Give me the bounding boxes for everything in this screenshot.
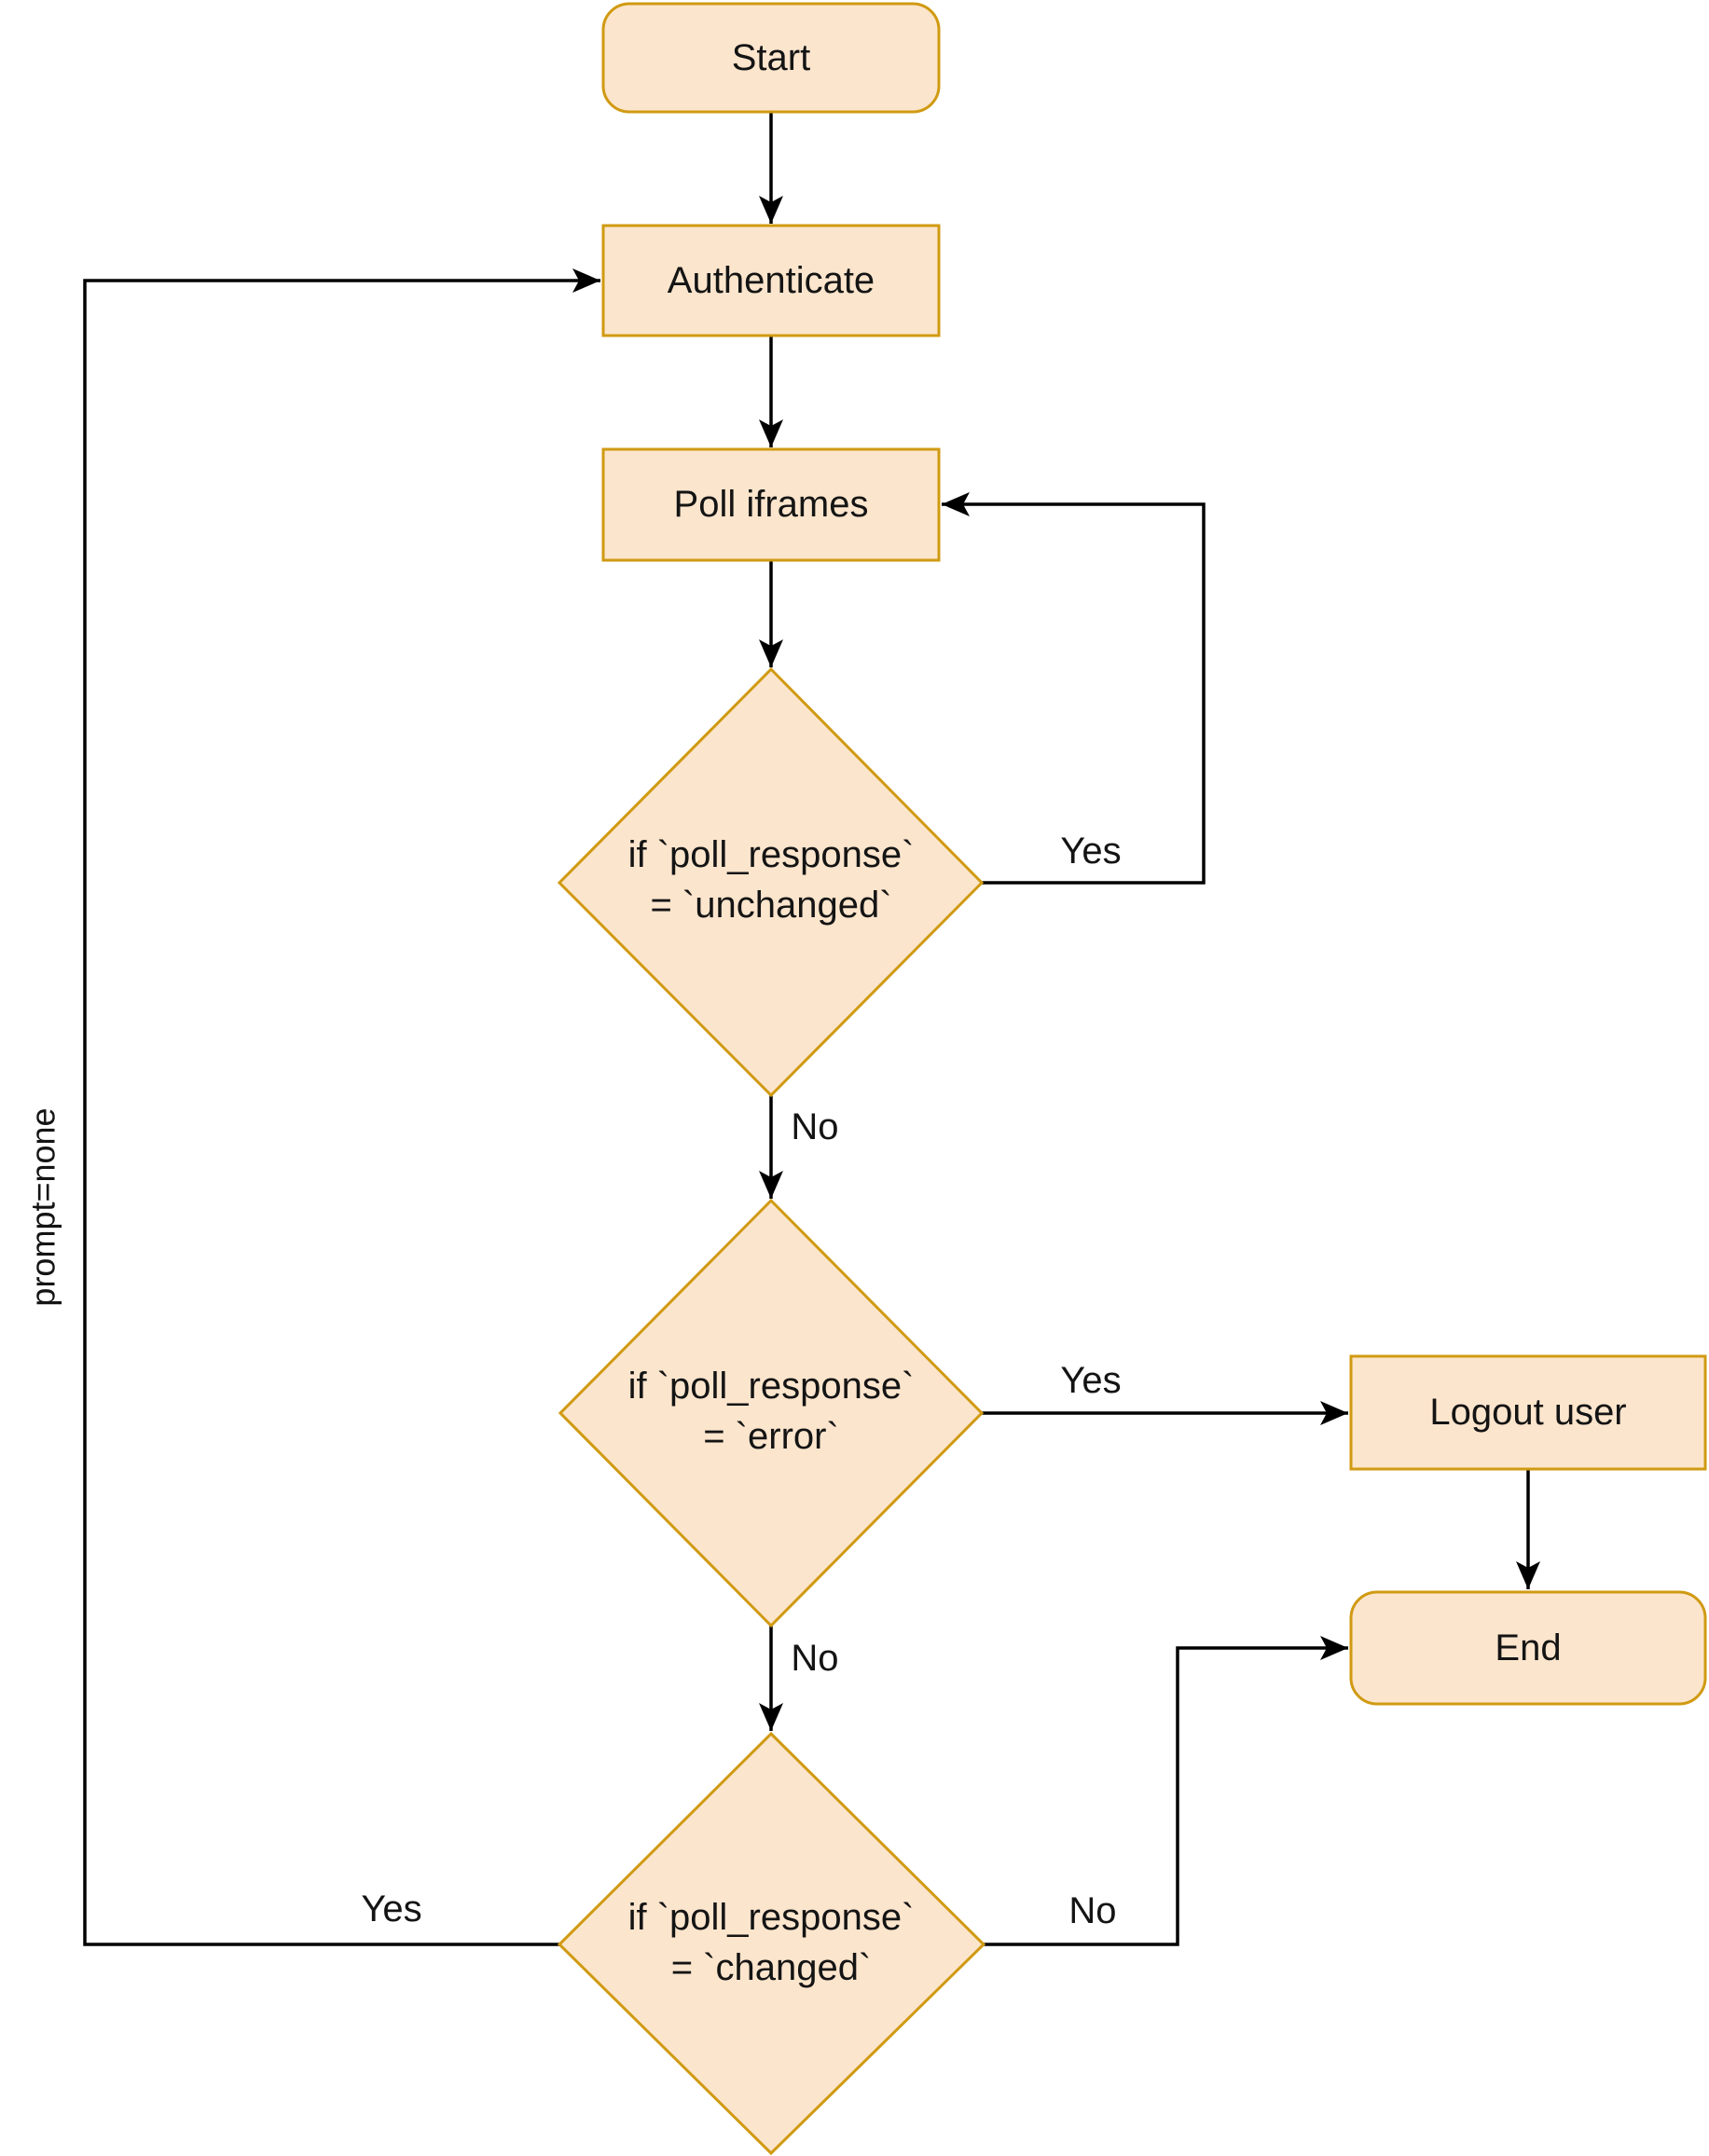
node-authenticate-label: Authenticate xyxy=(668,260,875,301)
node-check-unchanged-shape xyxy=(557,666,985,1098)
edge-labels: Yes No Yes No Yes No prompt=none xyxy=(24,831,1122,1931)
node-check-changed: if `poll_response` = `changed` xyxy=(557,1731,986,2156)
node-end: End xyxy=(1349,1590,1707,1706)
node-check-error-shape xyxy=(558,1198,985,1628)
edge-label-unchanged-no: No xyxy=(791,1106,838,1147)
node-authenticate: Authenticate xyxy=(601,224,941,337)
node-check-unchanged-label-line2: = `unchanged` xyxy=(650,885,891,926)
node-authenticate-shape xyxy=(601,224,941,337)
node-end-shape xyxy=(1349,1590,1707,1706)
edge-label-unchanged-yes: Yes xyxy=(1060,831,1121,872)
node-logout-user-shape xyxy=(1349,1354,1707,1471)
node-check-error-label-line1: if `poll_response` xyxy=(628,1366,915,1407)
edge-check-unchanged-yes-loop xyxy=(942,492,1206,885)
note-prompt-none: prompt=none xyxy=(24,1107,62,1306)
node-poll-iframes-label: Poll iframes xyxy=(674,484,869,525)
node-start-shape xyxy=(601,2,941,114)
node-logout-user: Logout user xyxy=(1349,1354,1707,1471)
edge-label-changed-no: No xyxy=(1068,1890,1116,1931)
edge-label-error-no: No xyxy=(791,1638,838,1679)
edge-check-changed-yes-loop xyxy=(83,268,600,1946)
node-check-changed-label-line1: if `poll_response` xyxy=(628,1897,915,1938)
node-logout-user-label: Logout user xyxy=(1429,1392,1626,1433)
node-check-changed-label-line2: = `changed` xyxy=(671,1947,872,1988)
node-end-label: End xyxy=(1495,1627,1561,1668)
node-check-unchanged: if `poll_response` = `unchanged` xyxy=(557,666,985,1098)
edge-check-changed-no xyxy=(984,1636,1348,1946)
node-poll-iframes: Poll iframes xyxy=(601,447,941,562)
node-check-error: if `poll_response` = `error` xyxy=(558,1198,985,1628)
edges xyxy=(83,112,1540,1946)
node-check-changed-shape xyxy=(557,1731,986,2156)
node-start-label: Start xyxy=(732,37,810,78)
edge-label-error-yes: Yes xyxy=(1060,1360,1121,1401)
node-check-error-label-line2: = `error` xyxy=(703,1416,839,1457)
node-poll-iframes-shape xyxy=(601,447,941,562)
node-check-unchanged-label-line1: if `poll_response` xyxy=(628,834,915,875)
edge-label-changed-yes: Yes xyxy=(361,1888,421,1929)
node-start: Start xyxy=(601,2,941,114)
